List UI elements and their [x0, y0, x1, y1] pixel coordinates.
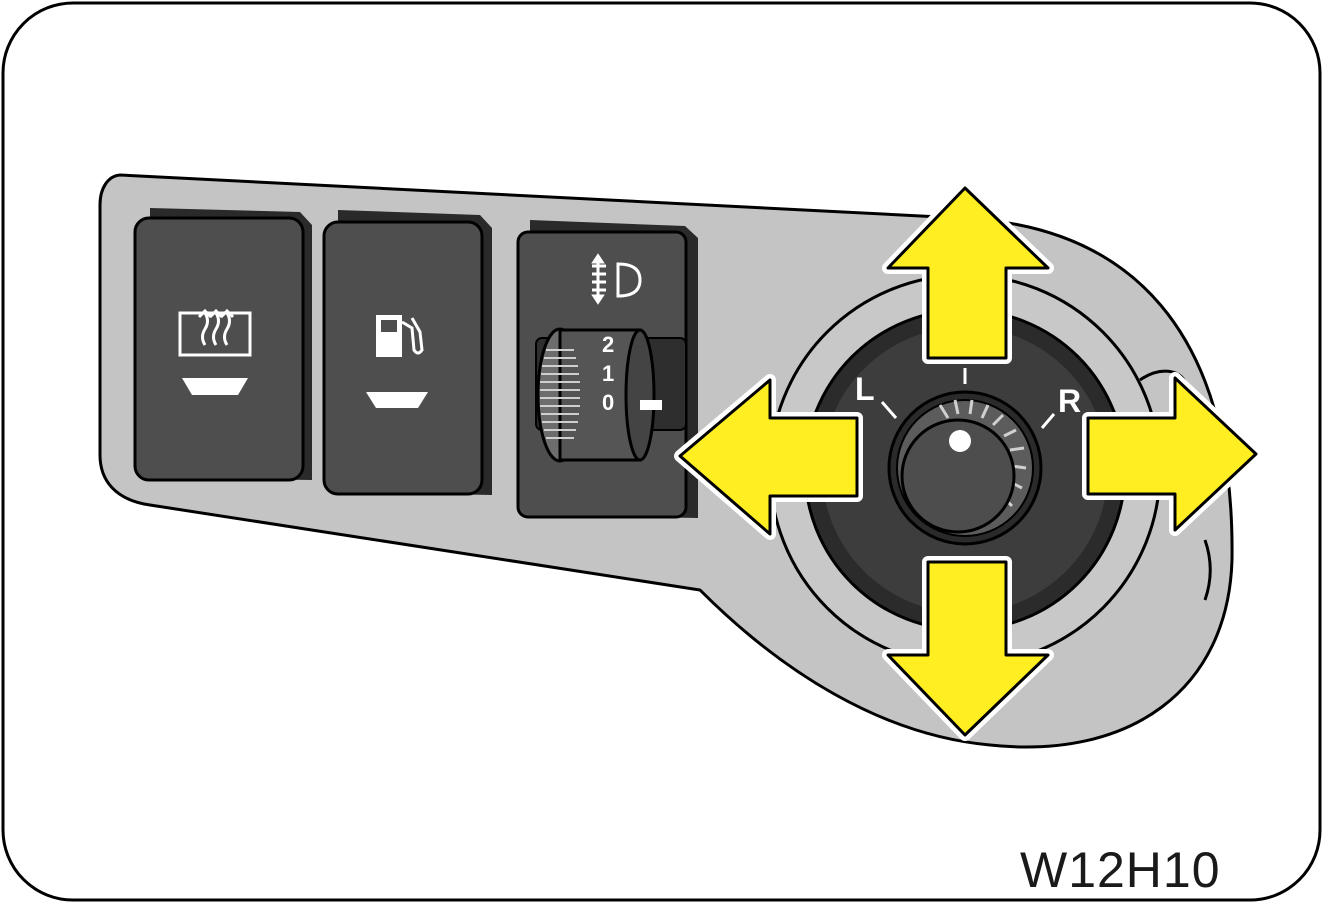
dial-index-mark — [640, 400, 662, 410]
dial-position-1: 1 — [602, 361, 614, 386]
right-label: R — [1058, 383, 1081, 419]
rear-defogger-icon — [178, 308, 252, 357]
arrow-down — [882, 556, 1054, 741]
fuel-pump-icon — [376, 315, 424, 357]
mirror-control-switch[interactable]: L R — [768, 273, 1212, 667]
indicator-bar — [182, 378, 248, 395]
headlight-leveling-icon — [591, 253, 642, 305]
leveling-dial-wheel[interactable]: 2 1 0 — [536, 327, 656, 463]
mirror-select-knob[interactable] — [887, 390, 1043, 546]
dial-position-0: 0 — [602, 390, 614, 415]
dial-position-2: 2 — [602, 332, 614, 357]
indicator-bar — [366, 392, 428, 408]
fuel-lid-button[interactable] — [322, 210, 492, 496]
arrow-left — [674, 374, 863, 540]
rear-defogger-button[interactable] — [133, 208, 312, 482]
right-mark — [1040, 413, 1056, 429]
arrow-up — [882, 182, 1054, 364]
arrow-right — [1082, 372, 1262, 536]
left-label: L — [855, 371, 875, 407]
left-mark — [880, 401, 898, 419]
figure-code: W12H10 — [1020, 842, 1221, 898]
knob-indicator-dot — [949, 430, 971, 452]
headlight-leveling-switch[interactable]: 2 1 0 — [516, 220, 698, 519]
